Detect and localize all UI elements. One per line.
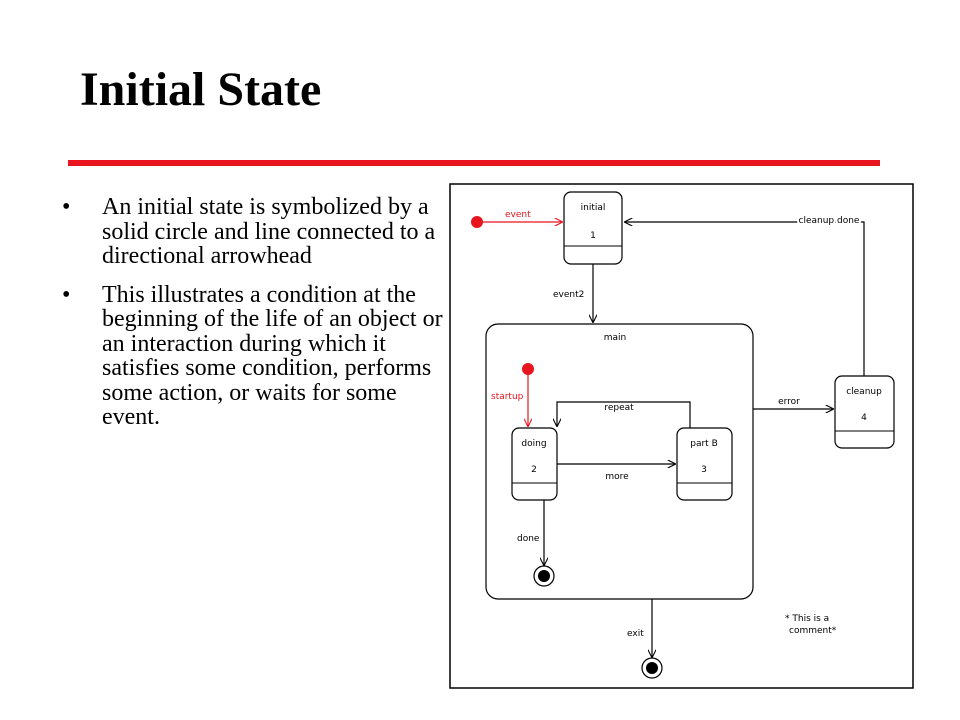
- state-initial: initial 1: [563, 191, 623, 265]
- state-main-name: main: [604, 333, 627, 343]
- state-initial-name: initial: [581, 203, 606, 213]
- bullet-text: This illustrates a condition at the begi…: [102, 281, 443, 430]
- transition-event-label: event: [505, 210, 531, 220]
- startup-pseudostate-dot: [522, 363, 534, 375]
- state-part-b-number: 3: [701, 465, 707, 475]
- bullet-item: • An initial state is symbolized by a sol…: [62, 195, 454, 269]
- transition-cleanup-done-arrow: [625, 222, 865, 376]
- slide-title: Initial State: [80, 63, 322, 116]
- bullet-list: • An initial state is symbolized by a sol…: [62, 195, 454, 444]
- transition-startup-label: startup: [491, 392, 524, 402]
- transition-error-label: error: [778, 397, 800, 407]
- transition-more-label: more: [605, 472, 629, 482]
- state-main: main: [485, 323, 754, 600]
- bullet-item: • This illustrates a condition at the beg…: [62, 281, 454, 430]
- state-cleanup-name: cleanup: [846, 387, 882, 397]
- transition-repeat-label: repeat: [604, 403, 634, 413]
- state-cleanup-number: 4: [861, 413, 867, 423]
- diagram-comment-line-2: comment*: [789, 626, 837, 636]
- bullet-text: An initial state is symbolized by a soli…: [102, 194, 436, 269]
- state-doing: doing 2: [511, 427, 558, 501]
- state-initial-number: 1: [590, 231, 596, 241]
- final-state-main: [533, 565, 555, 587]
- bullet-glyph: •: [62, 281, 71, 308]
- state-diagram: event initial 1 cleanup done event2 main…: [449, 183, 914, 689]
- bullet-glyph: •: [62, 194, 71, 220]
- initial-pseudostate-dot: [471, 216, 483, 228]
- transition-repeat-arrow: [557, 401, 691, 428]
- state-doing-name: doing: [521, 439, 546, 449]
- state-doing-number: 2: [531, 465, 537, 475]
- state-part-b: part B 3: [676, 427, 733, 501]
- transition-event2-label: event2: [553, 290, 584, 300]
- final-state-outer: [641, 657, 663, 679]
- transition-done-label: done: [517, 534, 540, 544]
- diagram-comment-line-1: * This is a: [785, 614, 829, 624]
- transition-exit-label: exit: [627, 629, 644, 639]
- state-cleanup: cleanup 4: [834, 375, 895, 449]
- transition-cleanup-done-label: cleanup done: [799, 216, 860, 226]
- title-underline: [68, 160, 880, 166]
- state-part-b-name: part B: [690, 439, 718, 449]
